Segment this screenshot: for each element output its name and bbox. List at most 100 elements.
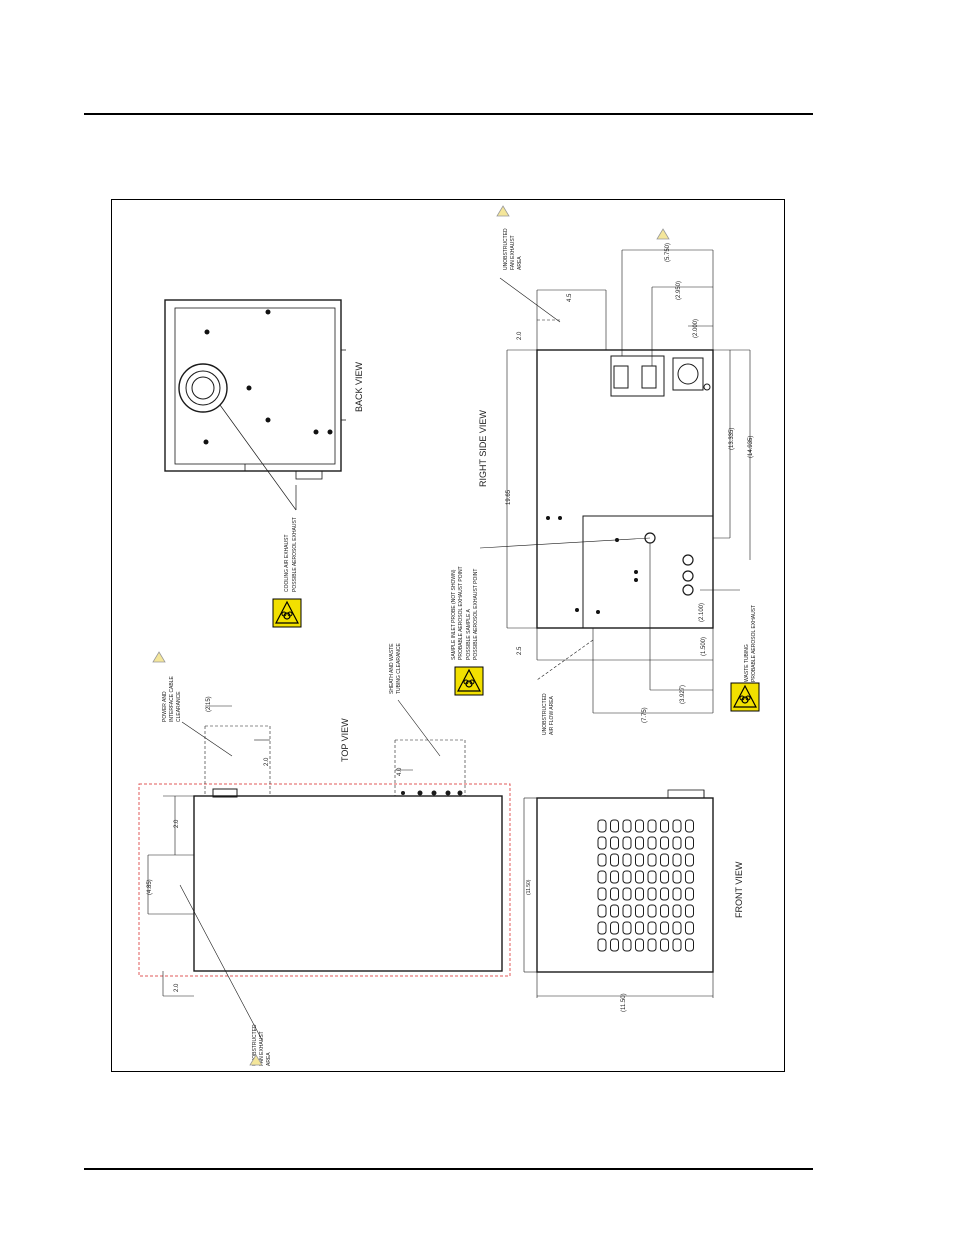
dim-1-500: (1.500) [701,637,707,656]
vent-slot [672,819,682,833]
vent-slot [647,887,657,901]
back-view [164,299,346,511]
note-sample-inlet-2: PROBABLE AEROSOL EXHAUST POINT [458,566,464,660]
vent-slot [597,870,607,884]
vent-slot [622,853,632,867]
vent-slot [597,938,607,952]
fan-icon [178,363,228,413]
note-cooling-exhaust-1: COOLING AIR EXHAUST [284,534,290,592]
vent-slot [610,853,619,867]
vent-slot [685,938,694,952]
vent-slot [647,836,657,850]
dim-4-5: 4.5 [567,293,573,302]
note-air-flow-1: UNOBSTRUCTED [542,693,548,735]
vent-slot [597,887,607,901]
dim-13-335: (13.335) [729,428,735,450]
warning-triangle-icon [656,228,670,240]
vent-slot [672,870,682,884]
note-sample-inlet-4: POSSIBLE AEROSOL EXHAUST POINT [473,569,479,660]
dim-4-0: 4.0 [397,767,403,776]
footer-rule [84,1168,813,1170]
right-side-view [479,249,751,714]
note-air-flow-2: AIR FLOW AREA [549,695,555,735]
vent-slot [597,853,607,867]
vent-slot [660,836,669,850]
dim-4-85: (4.85) [147,879,153,895]
note-power-interface-3: CLEARANCE [176,691,182,722]
vent-slot [610,887,619,901]
vent-slot [685,887,694,901]
dim-11-50: (11.50) [621,993,627,1012]
dim-front-width: (11.50) [526,879,532,895]
warning-triangle-icon [496,205,510,217]
dim-2-000: (2.000) [693,319,699,338]
biohazard-icon [454,666,484,696]
dim-2-0-side: 2.0 [517,331,523,340]
header-rule [84,113,813,115]
vent-slot [635,853,644,867]
note-sample-inlet-1: SAMPLE INLET PROBE (NOT SHOWN) [451,569,457,660]
vent-slot [647,819,657,833]
warning-triangle-icon [152,651,166,663]
note-sheath-waste-1: SHEATH AND WASTE [389,643,395,694]
vent-slot [610,904,619,918]
vent-slot [635,819,644,833]
vent-slot [647,921,657,935]
dim-7-75: (7.75) [642,707,648,723]
dim-2-100: (2.100) [699,603,705,622]
vent-slot [660,853,669,867]
note-fan-exhaust-top-2: FAN EXHAUST [259,1031,265,1066]
note-sheath-waste-2: TUBING CLEARANCE [396,642,402,694]
vent-slot [597,819,607,833]
vent-slot [685,836,694,850]
dim-2-0-top-c: 2.0 [174,983,180,992]
vent-slot [635,921,644,935]
vent-slot [622,870,632,884]
note-waste-tubing-2: PROBABLE AEROSOL EXHAUST [751,605,757,682]
vent-slot [597,836,607,850]
vent-slot [647,870,657,884]
note-fan-exhaust-side-1: UNOBSTRUCTED [503,228,509,270]
top-view-label: TOP VIEW [340,718,350,762]
note-fan-exhaust-top-3: AREA [266,1052,272,1066]
note-power-interface-2: INTERFACE CABLE [169,675,175,722]
front-view-label: FRONT VIEW [734,861,744,918]
vent-slot [660,887,669,901]
vent-slot [685,870,694,884]
dim-2-950: (2.950) [676,281,682,300]
vent-slot [672,938,682,952]
vent-slot [672,904,682,918]
vent-slot [672,853,682,867]
vent-slot [610,938,619,952]
vent-slot [660,870,669,884]
dim-2-15: (2.15) [206,696,212,712]
vent-slot [610,819,619,833]
vent-slot [622,887,632,901]
drawing-frame [111,199,785,1072]
note-cooling-exhaust-2: POSSIBLE AEROSOL EXHAUST [292,517,298,592]
vent-slot [647,853,657,867]
vent-slot [685,853,694,867]
vent-slot [622,819,632,833]
vent-slot [685,904,694,918]
vent-slot [672,921,682,935]
vent-slot [622,938,632,952]
note-waste-tubing-1: WASTE TUBING [744,644,750,682]
note-power-interface-1: POWER AND [162,691,168,722]
dim-2-5: 2.5 [517,646,523,655]
note-sample-inlet-3: POSSIBLE SAMPLE A [466,608,472,660]
front-view [523,789,714,998]
top-view [138,699,511,1041]
vent-slot [685,819,694,833]
vent-slot [610,836,619,850]
biohazard-icon [272,598,302,628]
note-fan-exhaust-side-3: AREA [517,256,523,270]
vent-slot [597,921,607,935]
vent-slot [635,836,644,850]
vent-slot [622,904,632,918]
vent-slot [660,938,669,952]
vent-slot [647,904,657,918]
vent-slot [610,921,619,935]
vent-slot [622,836,632,850]
